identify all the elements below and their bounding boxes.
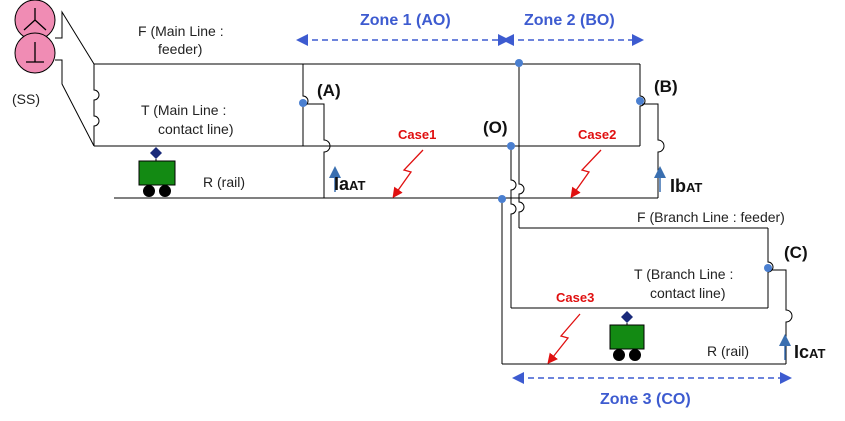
main-feeder-label-1: F (Main Line : — [138, 23, 224, 39]
main-rail-label: R (rail) — [203, 174, 245, 190]
at-a — [299, 64, 331, 198]
zone3-label: Zone 3 (CO) — [600, 391, 691, 408]
branch-train-icon — [609, 311, 645, 361]
zone2-label: Zone 2 (BO) — [524, 12, 615, 29]
case1-label: Case1 — [398, 127, 436, 142]
at-c — [764, 228, 793, 364]
fault-bolt-icon — [392, 149, 424, 199]
case2-label: Case2 — [578, 127, 616, 142]
ic-label: IcAT — [794, 342, 825, 362]
branch-contact-label-1: T (Branch Line : — [634, 266, 733, 282]
main-contact-label-1: T (Main Line : — [141, 102, 226, 118]
branch-feeder-label: F (Branch Line : feeder) — [637, 209, 785, 225]
case3-label: Case3 — [556, 290, 594, 305]
node-a-label: (A) — [317, 81, 341, 100]
branch-contact-label-2: contact line) — [650, 285, 725, 301]
at-ss — [93, 64, 100, 146]
fault-bolt-icon-case2 — [570, 149, 602, 199]
zone1-label: Zone 1 (AO) — [360, 12, 451, 29]
ib-label: IbAT — [670, 176, 702, 196]
substation-wires — [55, 10, 95, 147]
node-c-label: (C) — [784, 243, 808, 262]
branch-rail-label: R (rail) — [707, 343, 749, 359]
train-icon — [138, 147, 176, 197]
main-feeder-label-2: feeder) — [158, 41, 202, 57]
substation-label: (SS) — [12, 91, 40, 107]
ia-label: IaAT — [334, 174, 365, 194]
node-o-label: (O) — [483, 118, 508, 137]
node-b-label: (B) — [654, 77, 678, 96]
at-b — [636, 64, 665, 198]
main-contact-label-2: contact line) — [158, 121, 233, 137]
junction-o — [498, 59, 525, 364]
transformer-icon — [14, 0, 56, 74]
fault-bolt-icon-case3 — [547, 313, 581, 365]
